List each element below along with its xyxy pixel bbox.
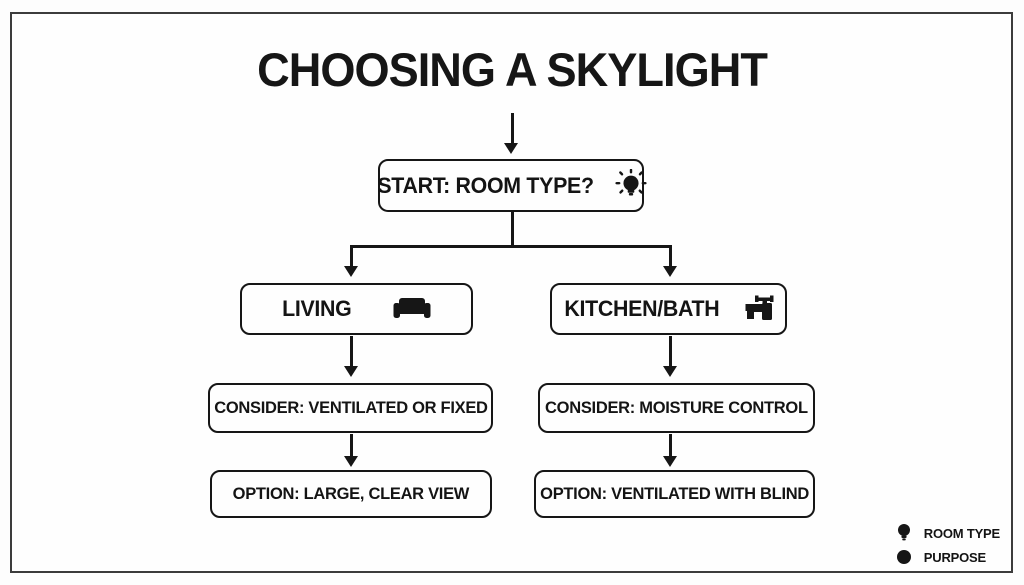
page-title: CHOOSING A SKYLIGHT xyxy=(257,43,768,96)
arrowhead-living-consider xyxy=(344,366,358,377)
connector-living-consider xyxy=(350,336,353,367)
legend-item-room-type: ROOM TYPE xyxy=(894,523,1000,543)
legend-item-purpose: PURPOSE xyxy=(894,549,1000,565)
node-kitchen-bath-label: KITCHEN/BATH xyxy=(564,296,719,321)
arrowhead-kitchen-consider xyxy=(663,366,677,377)
connector-title-start xyxy=(511,113,514,144)
connector-consider-option-right xyxy=(669,434,672,457)
sofa-icon xyxy=(392,295,432,323)
circle-icon xyxy=(894,549,914,565)
connector-branch-left xyxy=(350,245,353,267)
node-consider-living-label: CONSIDER: VENTILATED OR FIXED xyxy=(213,398,488,417)
node-kitchen-bath: KITCHEN/BATH xyxy=(550,283,787,335)
legend: ROOM TYPE PURPOSE xyxy=(894,523,1000,565)
lightbulb-rays-icon xyxy=(614,168,648,203)
arrowhead-branch-right xyxy=(663,266,677,277)
diagram-frame xyxy=(10,12,1013,573)
connector-kitchen-consider xyxy=(669,336,672,367)
arrowhead-consider-option-right xyxy=(663,456,677,467)
legend-label-room-type: ROOM TYPE xyxy=(923,525,1000,541)
legend-label-purpose: PURPOSE xyxy=(923,549,986,565)
node-living: LIVING xyxy=(240,283,473,335)
lightbulb-icon xyxy=(894,523,914,543)
node-consider-kitchen-label: CONSIDER: MOISTURE CONTROL xyxy=(545,398,808,417)
arrowhead-branch-left xyxy=(344,266,358,277)
node-start-room-type: START: ROOM TYPE? xyxy=(377,159,647,212)
node-start-label: START: ROOM TYPE? xyxy=(377,172,595,198)
arrowhead-title-start xyxy=(504,143,518,154)
node-option-living-label: OPTION: LARGE, CLEAR VIEW xyxy=(232,484,470,503)
connector-branch-right xyxy=(669,245,672,267)
node-option-kitchen-label: OPTION: VENTILATED WITH BLIND xyxy=(540,484,809,503)
faucet-icon xyxy=(743,295,775,323)
connector-branch-horizontal xyxy=(350,245,672,248)
node-living-label: LIVING xyxy=(281,296,352,321)
node-option-living: OPTION: LARGE, CLEAR VIEW xyxy=(210,470,492,518)
node-consider-living: CONSIDER: VENTILATED OR FIXED xyxy=(208,383,493,433)
connector-consider-option-left xyxy=(350,434,353,457)
node-option-kitchen: OPTION: VENTILATED WITH BLIND xyxy=(534,470,815,518)
arrowhead-consider-option-left xyxy=(344,456,358,467)
node-consider-kitchen: CONSIDER: MOISTURE CONTROL xyxy=(538,383,815,433)
connector-start-stem xyxy=(511,212,514,248)
